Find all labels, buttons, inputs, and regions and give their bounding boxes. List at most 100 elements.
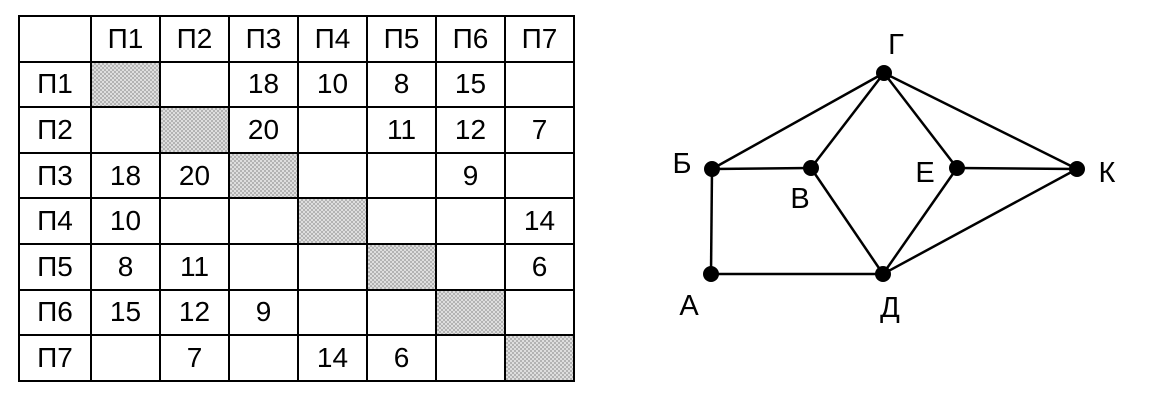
matrix-cell-П2-П1 — [90, 106, 161, 154]
matrix-cell-П6-П5 — [366, 288, 437, 337]
matrix-col-header-П7: П7 — [504, 15, 575, 63]
matrix-cell-П1-П6: 15 — [435, 60, 506, 109]
matrix-cell-П5-П7: 6 — [504, 242, 575, 291]
graph-node-Г — [876, 65, 892, 81]
matrix-diagonal-cell — [504, 334, 575, 382]
graph-node-А — [703, 266, 719, 282]
graph-node-Б — [704, 161, 720, 177]
matrix-cell-П5-П3 — [228, 242, 299, 291]
matrix-cell-П3-П7 — [504, 151, 575, 200]
matrix-cell-П1-П4: 10 — [297, 60, 368, 109]
matrix-cell-П6-П4 — [297, 288, 368, 337]
road-graph: А Б В Г Д Е К — [600, 0, 1152, 415]
graph-edge-Е-К — [956, 166, 1078, 171]
graph-node-label-Д: Д — [880, 292, 900, 324]
matrix-cell-П4-П2 — [159, 197, 230, 245]
graph-edge-Б-Г — [711, 71, 885, 171]
matrix-cell-П2-П5: 11 — [366, 106, 437, 154]
matrix-cell-П4-П6 — [435, 197, 506, 245]
graph-edge-В-Г — [810, 72, 885, 169]
graph-edge-Д-К — [882, 167, 1078, 276]
matrix-cell-П2-П6: 12 — [435, 106, 506, 154]
matrix-cell-П7-П4: 14 — [297, 334, 368, 382]
graph-edge-Г-Е — [883, 72, 958, 169]
matrix-cell-П4-П5 — [366, 197, 437, 245]
matrix-cell-П7-П6 — [435, 334, 506, 382]
matrix-diagonal-cell — [90, 60, 161, 109]
graph-node-label-Е: Е — [915, 157, 934, 189]
matrix-row-header-П4: П4 — [18, 197, 92, 245]
matrix-cell-П5-П2: 11 — [159, 242, 230, 291]
graph-edge-Е-Д — [881, 167, 959, 275]
graph-node-label-К: К — [1099, 157, 1116, 189]
matrix-cell-П7-П2: 7 — [159, 334, 230, 382]
matrix-cell-П5-П4 — [297, 242, 368, 291]
matrix-diagonal-cell — [435, 288, 506, 337]
matrix-diagonal-cell — [159, 106, 230, 154]
matrix-cell-П1-П7 — [504, 60, 575, 109]
matrix-cell-П5-П1: 8 — [90, 242, 161, 291]
matrix-col-header-П6: П6 — [435, 15, 506, 63]
matrix-cell-П4-П7: 14 — [504, 197, 575, 245]
matrix-col-header-П2: П2 — [159, 15, 230, 63]
matrix-diagonal-cell — [228, 151, 299, 200]
graph-node-В — [803, 160, 819, 176]
graph-edge-В-Д — [809, 167, 885, 275]
matrix-cell-П6-П2: 12 — [159, 288, 230, 337]
matrix-cell-П2-П4 — [297, 106, 368, 154]
matrix-cell-П3-П6: 9 — [435, 151, 506, 200]
matrix-row-header-П3: П3 — [18, 151, 92, 200]
matrix-col-header-П4: П4 — [297, 15, 368, 63]
matrix-cell-П7-П3 — [228, 334, 299, 382]
matrix-cell-П6-П3: 9 — [228, 288, 299, 337]
matrix-cell-П7-П5: 6 — [366, 334, 437, 382]
graph-node-label-В: В — [790, 183, 809, 215]
matrix-row-header-П6: П6 — [18, 288, 92, 337]
matrix-cell-П3-П5 — [366, 151, 437, 200]
matrix-cell-П3-П4 — [297, 151, 368, 200]
matrix-cell-П6-П1: 15 — [90, 288, 161, 337]
matrix-cell-П4-П3 — [228, 197, 299, 245]
graph-node-Д — [875, 266, 891, 282]
matrix-cell-П1-П3: 18 — [228, 60, 299, 109]
matrix-cell-П1-П2 — [159, 60, 230, 109]
matrix-cell-П2-П3: 20 — [228, 106, 299, 154]
matrix-row-header-П5: П5 — [18, 242, 92, 291]
graph-edge-А-Б — [709, 168, 714, 275]
graph-node-Е — [949, 160, 965, 176]
graph-node-label-Б: Б — [672, 148, 691, 180]
matrix-row-header-П2: П2 — [18, 106, 92, 154]
road-graph-svg: А Б В Г Д Е К — [672, 29, 1116, 324]
graph-edge-Б-В — [711, 166, 812, 171]
matrix-row-header-П7: П7 — [18, 334, 92, 382]
matrix-cell-П5-П6 — [435, 242, 506, 291]
matrix-cell-П1-П5: 8 — [366, 60, 437, 109]
matrix-cell-П2-П7: 7 — [504, 106, 575, 154]
matrix-cell-П7-П1 — [90, 334, 161, 382]
matrix-cell-П3-П1: 18 — [90, 151, 161, 200]
matrix-corner-cell — [18, 15, 92, 63]
graph-node-К — [1069, 161, 1085, 177]
graph-node-label-Г: Г — [888, 29, 904, 61]
matrix-diagonal-cell — [297, 197, 368, 245]
matrix-col-header-П3: П3 — [228, 15, 299, 63]
matrix-col-header-П5: П5 — [366, 15, 437, 63]
matrix-cell-П3-П2: 20 — [159, 151, 230, 200]
matrix-cell-П4-П1: 10 — [90, 197, 161, 245]
matrix-row-header-П1: П1 — [18, 60, 92, 109]
graph-node-label-А: А — [679, 290, 699, 322]
matrix-cell-П6-П7 — [504, 288, 575, 337]
graph-edge-Г-К — [883, 71, 1078, 171]
matrix-diagonal-cell — [366, 242, 437, 291]
